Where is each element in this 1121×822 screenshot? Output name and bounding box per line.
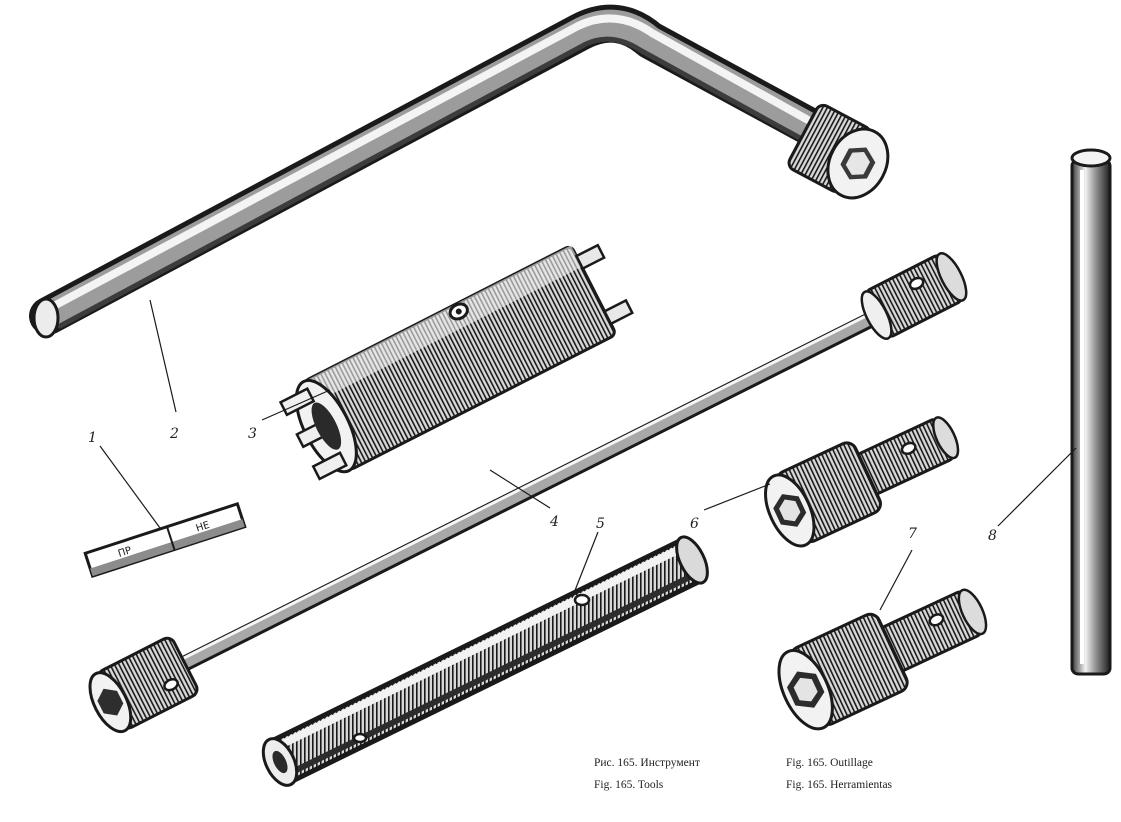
gauge-mark-no-go: НЕ	[195, 520, 212, 535]
caption-spanish: Fig. 165. Herramientas	[786, 779, 893, 791]
part-number-6: 6	[690, 516, 699, 532]
slotted-tube-spanner	[278, 243, 634, 481]
gauge-mark-go: ПР	[117, 545, 133, 560]
tube-handle	[261, 535, 709, 787]
part-number-7: 7	[908, 526, 917, 542]
leader-lines	[99, 299, 1077, 611]
part-number-3: 3	[248, 426, 257, 442]
caption-english: Fig. 165. Tools	[594, 779, 664, 791]
part-number-8: 8	[988, 528, 997, 544]
part-numbers: 1 2 3 4 5 6 7 8	[88, 426, 997, 544]
socket-long	[777, 588, 988, 731]
gauge-plate: ПР НЕ	[83, 501, 247, 579]
part-number-5: 5	[596, 516, 605, 532]
part-number-1: 1	[88, 430, 97, 446]
socket-short	[764, 416, 960, 548]
wheel-brace	[29, 4, 890, 339]
double-socket-spanner	[88, 252, 968, 734]
part-number-4: 4	[549, 514, 559, 530]
figure-captions: Рис. 165. Инструмент Fig. 165. Tools Fig…	[594, 757, 893, 791]
caption-russian: Рис. 165. Инструмент	[594, 757, 700, 769]
caption-french: Fig. 165. Outillage	[786, 757, 873, 769]
part-number-2: 2	[169, 426, 179, 442]
tommy-bar	[1070, 148, 1112, 676]
